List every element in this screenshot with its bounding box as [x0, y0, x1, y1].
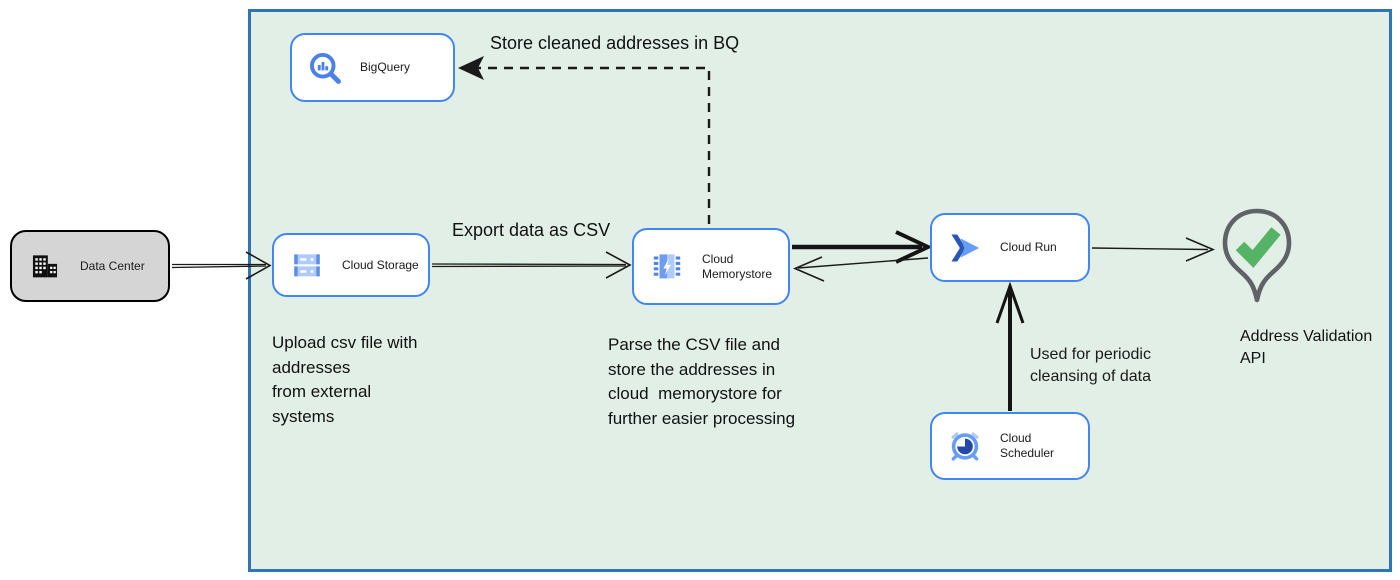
bigquery-icon	[292, 50, 346, 86]
edge-label-store-bq: Store cleaned addresses in BQ	[490, 33, 740, 53]
node-cloud-memorystore[interactable]: Cloud Memorystore	[632, 228, 790, 305]
node-cloud-run[interactable]: Cloud Run	[930, 213, 1090, 282]
node-data-center[interactable]: Data Center	[10, 230, 170, 302]
node-cloud-storage[interactable]: Cloud Storage	[272, 233, 430, 297]
api-label: Address Validation API	[1240, 328, 1373, 368]
scheduler-icon	[932, 428, 986, 464]
node-label: BigQuery	[360, 60, 411, 74]
note-parse-csv: Parse the CSV file and store the address…	[608, 335, 796, 428]
memorystore-icon	[634, 249, 688, 285]
pin-check-icon[interactable]	[1218, 206, 1296, 308]
node-label: Cloud Storage	[342, 257, 419, 272]
node-label: Cloud Scheduler	[1000, 431, 1055, 460]
cloud-run-icon	[932, 230, 986, 266]
node-cloud-scheduler[interactable]: Cloud Scheduler	[930, 412, 1090, 480]
cloud-zone-container	[248, 9, 1392, 572]
edge-label-export-csv: Export data as CSV	[452, 220, 611, 240]
node-bigquery[interactable]: BigQuery	[290, 33, 455, 102]
cloud-storage-icon	[274, 248, 328, 282]
edge-label-periodic-cleansing: Used for periodic cleansing of data	[1030, 346, 1151, 386]
note-upload-csv: Upload csv file with addresses from exte…	[272, 333, 418, 426]
node-label: Data Center	[80, 258, 145, 273]
building-icon	[12, 249, 66, 283]
node-label: Cloud Run	[1000, 240, 1057, 254]
node-label: Cloud Memorystore	[702, 251, 773, 281]
